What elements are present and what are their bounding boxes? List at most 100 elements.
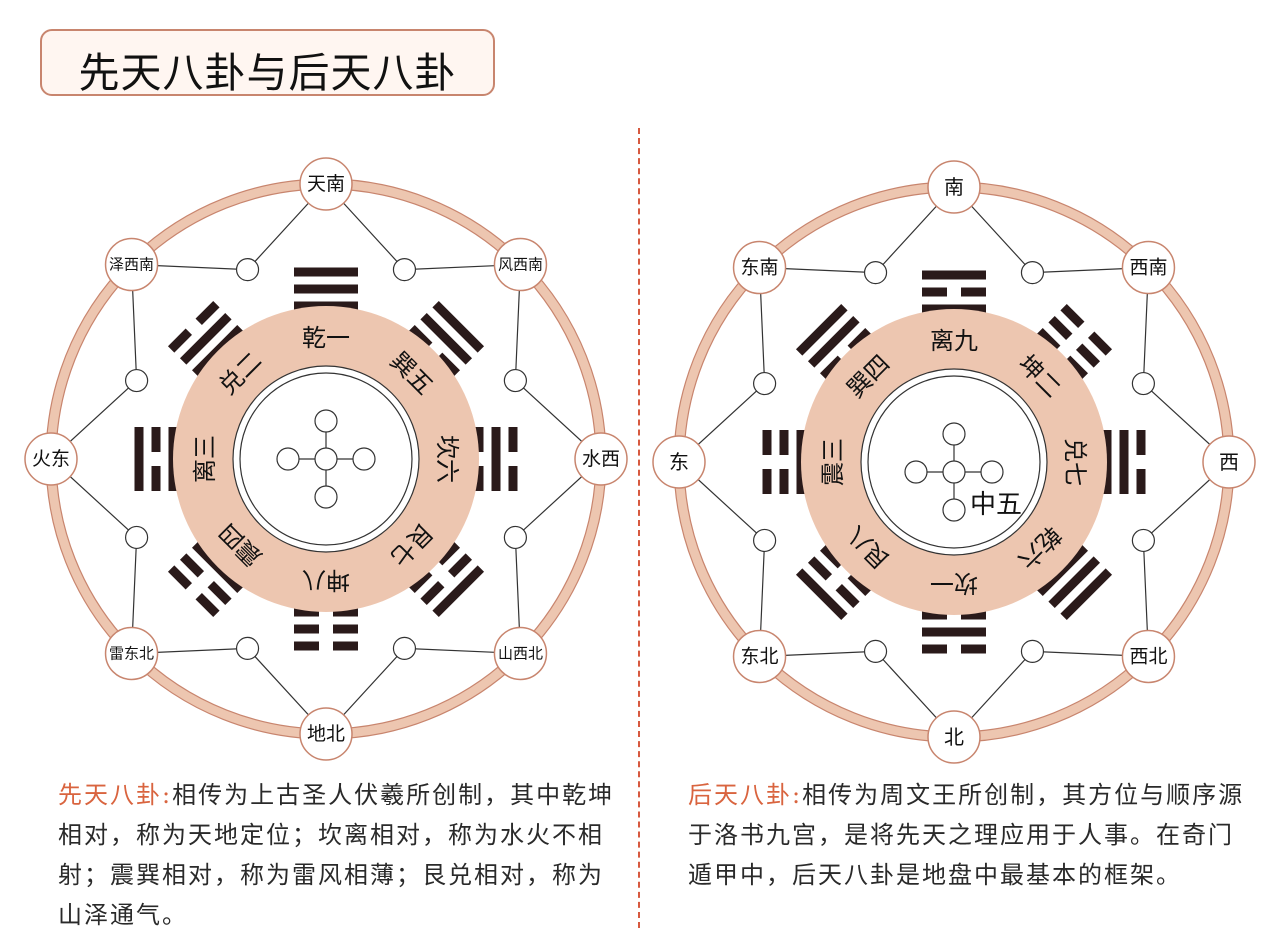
yin-line bbox=[294, 607, 319, 617]
yin-line bbox=[1136, 469, 1146, 494]
inner-disc-edge bbox=[867, 375, 1041, 549]
direction-label: 火东 bbox=[32, 448, 70, 470]
yang-line bbox=[1048, 556, 1101, 609]
yin-line bbox=[508, 427, 518, 452]
trigram-symbol bbox=[922, 270, 986, 314]
trigram-symbol bbox=[1102, 430, 1146, 494]
yang-line bbox=[294, 267, 358, 277]
houtian-heading: 后天八卦: bbox=[688, 781, 803, 809]
yang-line bbox=[1119, 430, 1129, 494]
yin-line bbox=[420, 580, 445, 606]
notch-circle bbox=[863, 639, 888, 663]
yin-line bbox=[1075, 343, 1101, 368]
yang-line bbox=[432, 565, 485, 618]
direction-node bbox=[652, 435, 706, 489]
yin-line bbox=[922, 287, 947, 297]
notch-circle bbox=[753, 528, 777, 553]
trigram-name: 坎一 bbox=[930, 569, 978, 597]
direction-node bbox=[732, 629, 787, 684]
direction-node bbox=[104, 237, 159, 292]
yin-line bbox=[961, 287, 986, 297]
yin-line bbox=[167, 328, 193, 353]
trigram-symbol bbox=[134, 427, 178, 491]
trigram-name: 离九 bbox=[930, 327, 978, 355]
yin-line bbox=[179, 553, 205, 578]
yin-line bbox=[779, 469, 789, 494]
yin-line bbox=[1048, 315, 1073, 341]
yang-line bbox=[807, 315, 860, 368]
yin-line bbox=[820, 544, 845, 569]
center-dot bbox=[276, 447, 300, 471]
direction-node bbox=[927, 710, 981, 764]
yin-line bbox=[961, 644, 986, 654]
trigram-symbol bbox=[795, 303, 872, 380]
trigram-symbol bbox=[294, 607, 358, 651]
page-title: 先天八卦与后天八卦 bbox=[78, 49, 457, 97]
center-dot bbox=[980, 460, 1004, 484]
yin-line bbox=[847, 328, 872, 353]
yin-line bbox=[835, 583, 860, 609]
houtian-text: 相传为周文王所创制，其方位与顺序源于洛书九宫，是将先天之理应用于人事。在奇门遁甲… bbox=[688, 781, 1245, 889]
direction-label: 天南 bbox=[307, 173, 345, 195]
yin-line bbox=[847, 571, 872, 596]
yin-line bbox=[167, 565, 193, 590]
center-dot bbox=[904, 460, 928, 484]
direction-label: 东 bbox=[669, 450, 689, 474]
yin-line bbox=[961, 610, 986, 620]
xiantian-text: 相传为上古圣人伏羲所创制，其中乾坤相对，称为天地定位；坎离相对，称为水火不相射；… bbox=[58, 781, 615, 929]
direction-node bbox=[1121, 629, 1176, 684]
notch-circle bbox=[392, 258, 417, 282]
direction-node bbox=[1121, 240, 1176, 295]
notch-circle bbox=[235, 258, 260, 282]
houtian-description: 后天八卦:相传为周文王所创制，其方位与顺序源于洛书九宫，是将先天之理应用于人事。… bbox=[688, 775, 1248, 895]
yang-line bbox=[192, 325, 244, 377]
trigram-symbol bbox=[474, 427, 518, 491]
yang-line bbox=[432, 300, 485, 353]
center-dot bbox=[314, 485, 338, 509]
direction-label: 东北 bbox=[741, 645, 779, 667]
direction-label: 南 bbox=[944, 175, 964, 199]
direction-node bbox=[24, 432, 78, 486]
notch-circle bbox=[1131, 371, 1155, 396]
yin-line bbox=[151, 466, 161, 491]
yang-line bbox=[1060, 568, 1113, 621]
yin-line bbox=[408, 568, 433, 593]
center-dot bbox=[942, 498, 966, 522]
center-dot bbox=[314, 447, 338, 471]
yin-line bbox=[333, 641, 358, 651]
yin-line bbox=[195, 300, 220, 326]
direction-label: 西北 bbox=[1129, 645, 1167, 667]
yin-line bbox=[922, 644, 947, 654]
inner-disc-edge bbox=[239, 372, 413, 546]
divider-dashed-line bbox=[638, 128, 640, 928]
trigram-symbol bbox=[408, 541, 485, 618]
direction-label: 风西南 bbox=[498, 256, 543, 274]
yin-line bbox=[762, 469, 772, 494]
trigram-name: 坤八 bbox=[302, 566, 350, 594]
yin-line bbox=[1063, 355, 1088, 380]
direction-node bbox=[732, 240, 787, 295]
trigram-symbol bbox=[922, 610, 986, 654]
direction-label: 雷东北 bbox=[109, 644, 154, 662]
xiantian-description: 先天八卦:相传为上古圣人伏羲所创制，其中乾坤相对，称为天地定位；坎离相对，称为水… bbox=[58, 775, 618, 935]
notch-circle bbox=[753, 371, 777, 396]
notch-circle bbox=[125, 368, 149, 393]
notch-circle bbox=[392, 636, 417, 660]
direction-node bbox=[1202, 435, 1256, 489]
yang-line bbox=[179, 312, 232, 365]
trigram-symbol bbox=[294, 267, 358, 311]
direction-label: 泽西南 bbox=[109, 256, 154, 274]
trigram-symbol bbox=[762, 430, 806, 494]
trigram-symbol bbox=[167, 300, 244, 377]
notch-circle bbox=[1020, 261, 1045, 285]
yang-line bbox=[922, 627, 986, 637]
yang-line bbox=[795, 568, 848, 621]
notch-circle bbox=[863, 261, 888, 285]
yang-line bbox=[294, 284, 358, 294]
yin-line bbox=[820, 355, 845, 380]
yang-line bbox=[795, 303, 848, 356]
yin-line bbox=[922, 610, 947, 620]
direction-node bbox=[299, 157, 353, 211]
yin-line bbox=[207, 580, 232, 606]
